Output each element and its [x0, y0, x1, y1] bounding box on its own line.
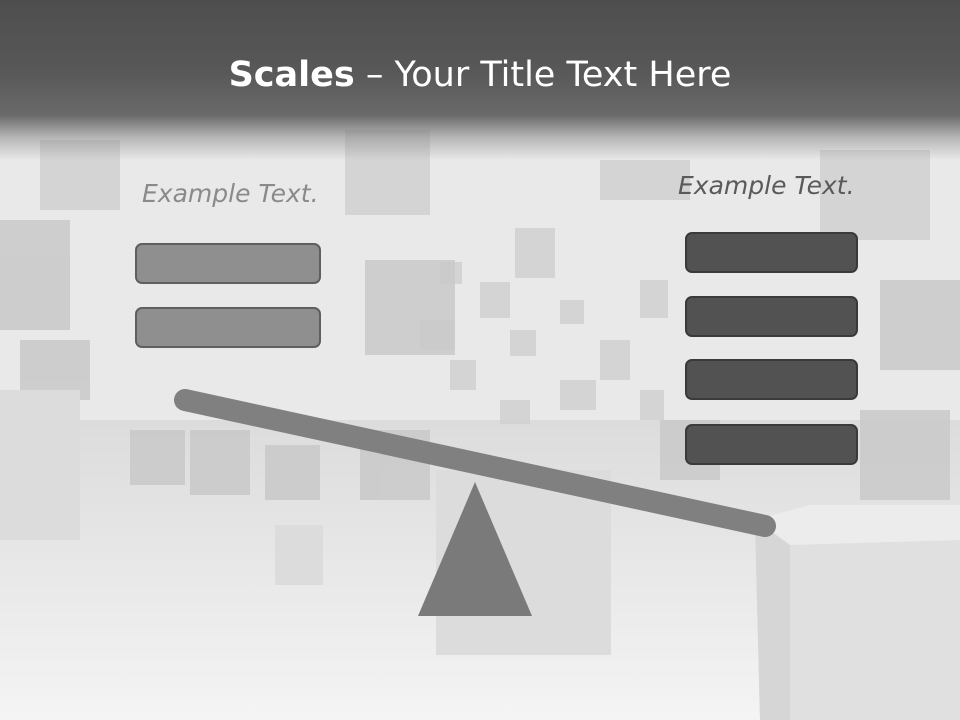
right-text-box-1[interactable] [685, 232, 858, 273]
right-text-box-3[interactable] [685, 359, 858, 400]
fulcrum-triangle [418, 482, 532, 616]
title-bar [0, 0, 960, 160]
slide-title: Scales – Your Title Text Here [0, 52, 960, 98]
left-example-text: Example Text. [142, 179, 319, 208]
left-text-box-1[interactable] [135, 243, 321, 284]
title-rest: – Your Title Text Here [354, 55, 732, 95]
title-bold: Scales [228, 55, 355, 95]
right-example-text: Example Text. [678, 171, 855, 200]
balance-beam [174, 389, 776, 537]
right-text-box-4[interactable] [685, 424, 858, 465]
right-text-box-2[interactable] [685, 296, 858, 337]
left-text-box-2[interactable] [135, 307, 321, 348]
